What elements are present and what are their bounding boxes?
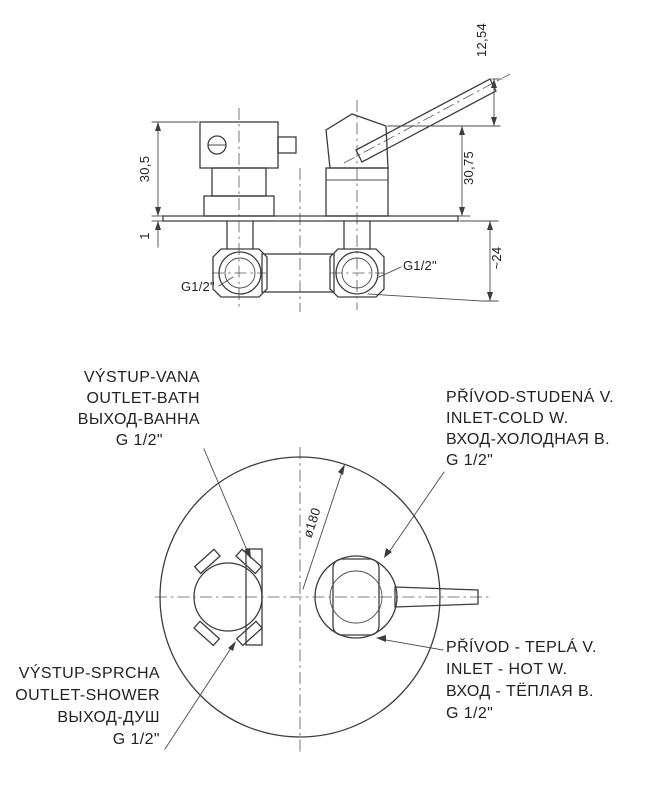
handle-spoke [193, 620, 221, 647]
callout-inlet-hot-line4: G 1/2" [446, 705, 493, 722]
handle-spoke [235, 548, 263, 575]
callout-inlet-cold: PŘÍVOD-STUDENÁ V. INLET-COLD W. ВХОД-ХОЛ… [384, 387, 614, 558]
lever-front [394, 586, 479, 608]
callout-outlet-bath-line2: OUTLET-BATH [87, 390, 200, 407]
diameter-label: ø180 [300, 506, 324, 540]
side-view: G1/2" G1/2" 30,5 1 30,7 [137, 23, 511, 312]
diverter-valve-side [199, 121, 297, 217]
callout-inlet-hot-line1: PŘÍVOD - TEPLÁ V. [446, 637, 597, 656]
escutcheon-circle [159, 456, 441, 738]
diameter-indicator: ø180 [300, 464, 345, 590]
callout-outlet-bath-line4: G 1/2" [116, 432, 163, 449]
dimension-height-left: 30,5 [137, 121, 199, 217]
dim-height-right: 30,75 [461, 151, 476, 185]
callout-inlet-hot: PŘÍVOD - TEPLÁ V. INLET - HOT W. ВХОД - … [376, 635, 597, 722]
dim-lever-rise: 12,54 [474, 23, 489, 57]
callout-inlet-hot-line3: ВХОД - ТЁПЛАЯ В. [446, 682, 594, 700]
callout-outlet-bath: VÝSTUP-VANA OUTLET-BATH ВЫХОД-ВАННА G 1/… [78, 367, 251, 559]
diverter-valve-front [193, 548, 263, 647]
callout-outlet-shower-line1: VÝSTUP-SPRCHA [19, 663, 160, 682]
dimension-height-right: 30,75 [387, 125, 501, 217]
lever-side [355, 78, 497, 163]
front-view: ø180 VÝSTUP-VANA OUTLET-BATH ВЫХОД-ВАННА… [15, 367, 614, 752]
callout-outlet-shower-line3: ВЫХОД-ДУШ [57, 709, 160, 726]
dim-plate-thickness: 1 [137, 232, 152, 240]
dimension-plate-thickness: 1 [137, 220, 164, 248]
thread-left-label: G1/2" [181, 279, 215, 294]
callout-inlet-cold-line4: G 1/2" [446, 452, 493, 469]
handle-spoke [193, 548, 221, 575]
callout-inlet-hot-line2: INLET - HOT W. [446, 661, 567, 678]
dimension-lever-rise: 12,54 [474, 23, 503, 127]
front-view-centerlines [155, 447, 490, 752]
mixer-valve-side [325, 78, 497, 217]
side-view-centerlines [212, 73, 511, 312]
dimension-depth-below: ~24 [367, 220, 504, 302]
callout-inlet-cold-line2: INLET-COLD W. [446, 410, 569, 427]
callout-inlet-cold-line1: PŘÍVOD-STUDENÁ V. [446, 387, 614, 406]
handle-spoke [235, 620, 263, 647]
callout-outlet-shower-line4: G 1/2" [113, 731, 160, 748]
dim-depth-below: ~24 [489, 247, 504, 270]
callout-outlet-bath-line1: VÝSTUP-VANA [84, 367, 200, 386]
wall-plate [162, 215, 459, 222]
mixer-valve-front [314, 555, 479, 639]
dim-height-left: 30,5 [137, 156, 152, 183]
callout-outlet-shower: VÝSTUP-SPRCHA OUTLET-SHOWER ВЫХОД-ДУШ G … [15, 641, 236, 750]
callout-outlet-shower-line2: OUTLET-SHOWER [15, 687, 160, 704]
thread-labels-side: G1/2" G1/2" [181, 258, 437, 294]
callout-outlet-bath-line3: ВЫХОД-ВАННА [78, 411, 200, 428]
thread-right-label: G1/2" [403, 258, 437, 273]
inlet-connections-side [212, 220, 385, 298]
callout-inlet-cold-line3: ВХОД-ХОЛОДНАЯ В. [446, 431, 610, 448]
